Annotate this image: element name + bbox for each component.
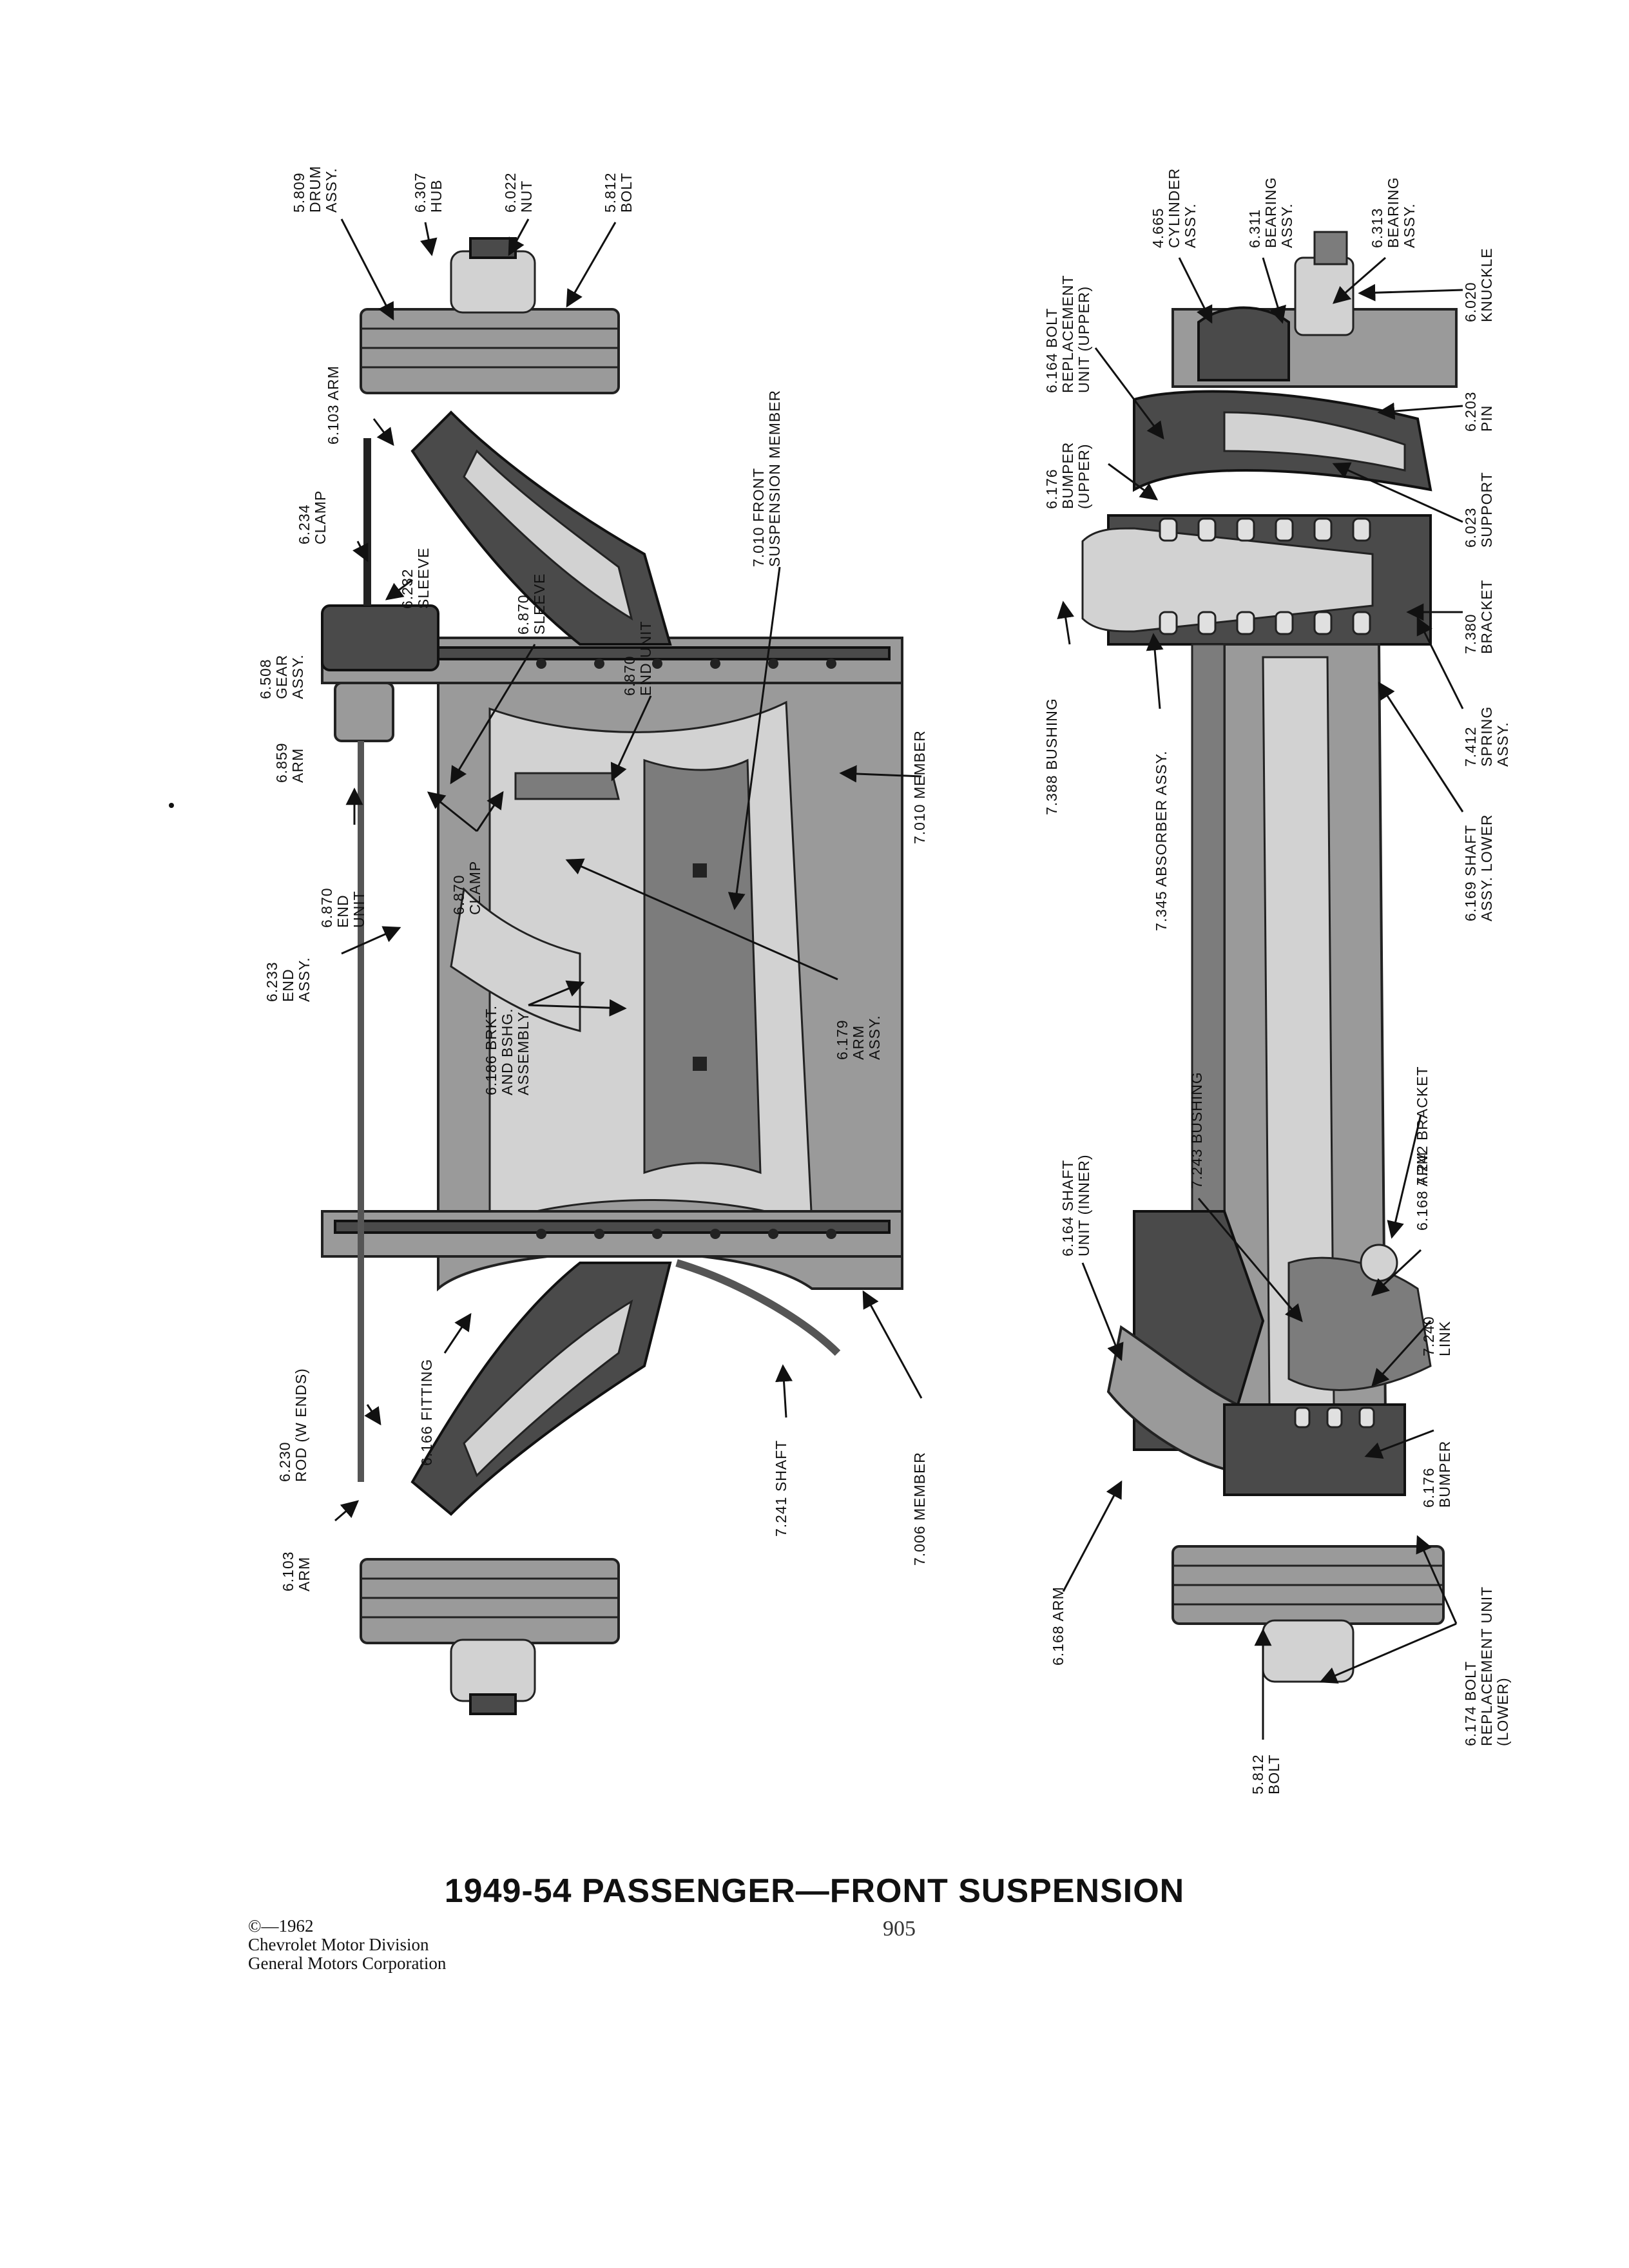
label-6232-sleeve: 6.232SLEEVE (399, 548, 432, 610)
label-6311-bearing-assy: 6.311BEARINGASSY. (1246, 177, 1295, 248)
label-6020-knuckle: 6.020KNUCKLE (1462, 247, 1495, 322)
label-6870-end-unit-top: 6.870END UNIT (621, 620, 654, 696)
label-6186-brkt-bshg-assembly: 6.186 BRKT.AND BSHG.ASSEMBLY (483, 1005, 532, 1095)
left-view-leaders (334, 218, 923, 1522)
copyright-line-year: ©—1962 (248, 1916, 314, 1936)
label-7345-absorber-assy: 7.345 ABSORBER ASSY. (1153, 751, 1170, 931)
label-6307-hub: 6.307HUB (412, 172, 445, 213)
label-7240-link: 7.240LINK (1420, 1316, 1453, 1356)
label-5812-bolt: 5.812BOLT (602, 172, 635, 213)
label-7412-spring-assy: 7.412SPRINGASSY. (1462, 706, 1511, 767)
right-view-leaders (1057, 256, 1464, 1740)
label-6103-arm-bottom: 6.103ARM (280, 1551, 313, 1591)
copyright-notice: ©—1962 Chevrolet Motor Division General … (248, 1917, 446, 1973)
page-title: 1949-54 PASSENGER—FRONT SUSPENSION (444, 1872, 1185, 1910)
label-7380-bracket: 7.380BRACKET (1462, 579, 1495, 654)
brake-drum-top (360, 237, 620, 394)
label-6870-sleeve: 6.870SLEEVE (515, 573, 548, 635)
label-6168-arm-right: 6.168 ARM (1414, 1151, 1431, 1231)
label-6166-fitting: 6.166 FITTING (418, 1359, 435, 1466)
label-7242-bracket: 7.242 BRACKET (1414, 1066, 1431, 1186)
right-view-labels: 4.665CYLINDERASSY. 6.311BEARINGASSY. 6.3… (1043, 168, 1511, 1794)
label-6103-arm-top: 6.103 ARM (325, 365, 342, 445)
label-5812-bolt-right: 5.812BOLT (1249, 1754, 1282, 1794)
label-6508-gear-assy: 6.508GEARASSY. (257, 654, 306, 699)
label-6169-shaft-assy-lower: 6.169 SHAFTASSY. LOWER (1462, 814, 1495, 921)
label-6859-arm: 6.859ARM (273, 742, 306, 783)
label-6176-bumper: 6.176BUMPER (1420, 1441, 1453, 1508)
label-6176-bumper-upper: 6.176BUMPER(UPPER) (1043, 442, 1092, 509)
label-6234-clamp: 6.234CLAMP (296, 490, 329, 544)
label-7243-bushing: 7.243 BUSHING (1188, 1072, 1205, 1189)
copyright-line-division: Chevrolet Motor Division (248, 1935, 429, 1954)
label-6179-arm-assy: 6.179ARMASSY. (834, 1015, 883, 1060)
label-6870-end-unit: 6.870ENDUNIT (318, 887, 367, 928)
brake-drum-right (1171, 1545, 1445, 1683)
right-suspension-view (1081, 231, 1458, 1683)
label-7010-member: 7.010 MEMBER (911, 730, 928, 844)
left-view-labels: 5.809DRUMASSY. 6.307HUB 6.022NUT 5.812BO… (257, 166, 928, 1591)
label-7010-front-suspension-member: 7.010 FRONTSUSPENSION MEMBER (750, 390, 783, 567)
label-6164-shaft-unit-inner: 6.164 SHAFTUNIT (INNER) (1059, 1154, 1092, 1256)
label-6023-support: 6.023SUPPORT (1462, 472, 1495, 548)
brake-drum-bottom (360, 1558, 620, 1715)
label-6313-bearing-assy: 6.313BEARINGASSY. (1369, 177, 1418, 248)
label-7388-bushing: 7.388 BUSHING (1043, 698, 1060, 815)
label-6164-bolt-replacement-upper: 6.164 BOLTREPLACEMENTUNIT (UPPER) (1043, 274, 1092, 393)
label-6022-nut: 6.022NUT (502, 172, 535, 213)
page-number: 905 (883, 1917, 916, 1941)
label-6870-clamp: 6.870CLAMP (450, 861, 483, 915)
label-7241-shaft: 7.241 SHAFT (773, 1440, 789, 1537)
copyright-line-corporation: General Motors Corporation (248, 1954, 447, 1973)
label-5809-drum-assy: 5.809DRUMASSY. (291, 166, 340, 213)
label-6230-rod-w-ends: 6.230ROD (W ENDS) (276, 1368, 309, 1482)
label-6233-end-assy: 6.233ENDASSY. (264, 957, 313, 1002)
page-speck (169, 803, 174, 808)
label-6168-arm-left: 6.168 ARM (1050, 1586, 1066, 1666)
label-6203-pin: 6.203PIN (1462, 391, 1495, 432)
label-7006-member: 7.006 MEMBER (911, 1452, 928, 1566)
left-suspension-view (321, 237, 903, 1715)
label-4665-cylinder-assy: 4.665CYLINDERASSY. (1150, 168, 1199, 248)
label-6174-bolt-replacement-lower: 6.174 BOLTREPLACEMENT UNIT(LOWER) (1462, 1586, 1511, 1746)
